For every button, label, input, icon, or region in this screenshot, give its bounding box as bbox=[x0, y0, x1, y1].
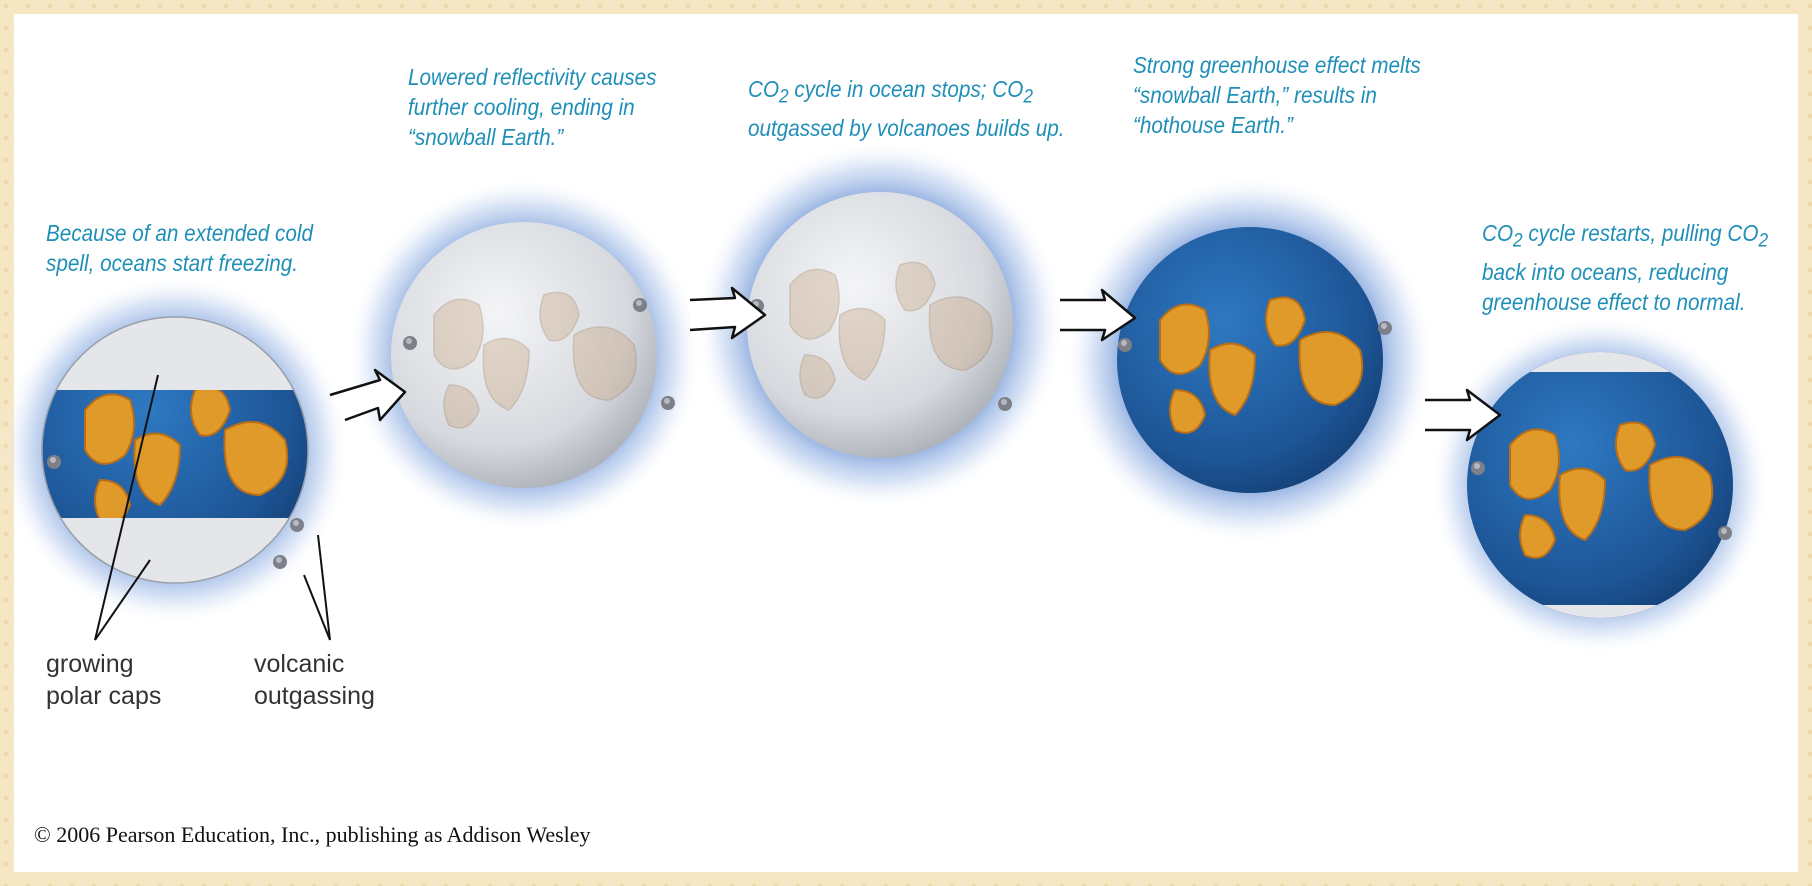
globe-stage3 bbox=[695, 140, 1065, 510]
caption-stage3: CO2 cycle in ocean stops; CO2 outgassed … bbox=[748, 76, 1065, 141]
globe-stage2 bbox=[346, 177, 702, 533]
globe-stage5 bbox=[1430, 315, 1770, 655]
globe-stage4 bbox=[1065, 175, 1435, 545]
label-polar-caps: growing polar caps bbox=[46, 650, 162, 710]
caption-stage5: CO2 cycle restarts, pulling CO2 back int… bbox=[1482, 220, 1769, 315]
caption-stage1: Because of an extended cold spell, ocean… bbox=[46, 220, 314, 276]
leader-lines bbox=[94, 374, 331, 641]
copyright-notice: © 2006 Pearson Education, Inc., publishi… bbox=[34, 822, 591, 847]
caption-stage2: Lowered reflectivity causes further cool… bbox=[408, 64, 657, 150]
label-volcanic-outgassing: volcanic outgassing bbox=[254, 650, 375, 710]
arrow-icons bbox=[329, 286, 1502, 442]
caption-stage4: Strong greenhouse effect melts “snowball… bbox=[1133, 52, 1421, 138]
globe-stage1 bbox=[0, 275, 350, 625]
